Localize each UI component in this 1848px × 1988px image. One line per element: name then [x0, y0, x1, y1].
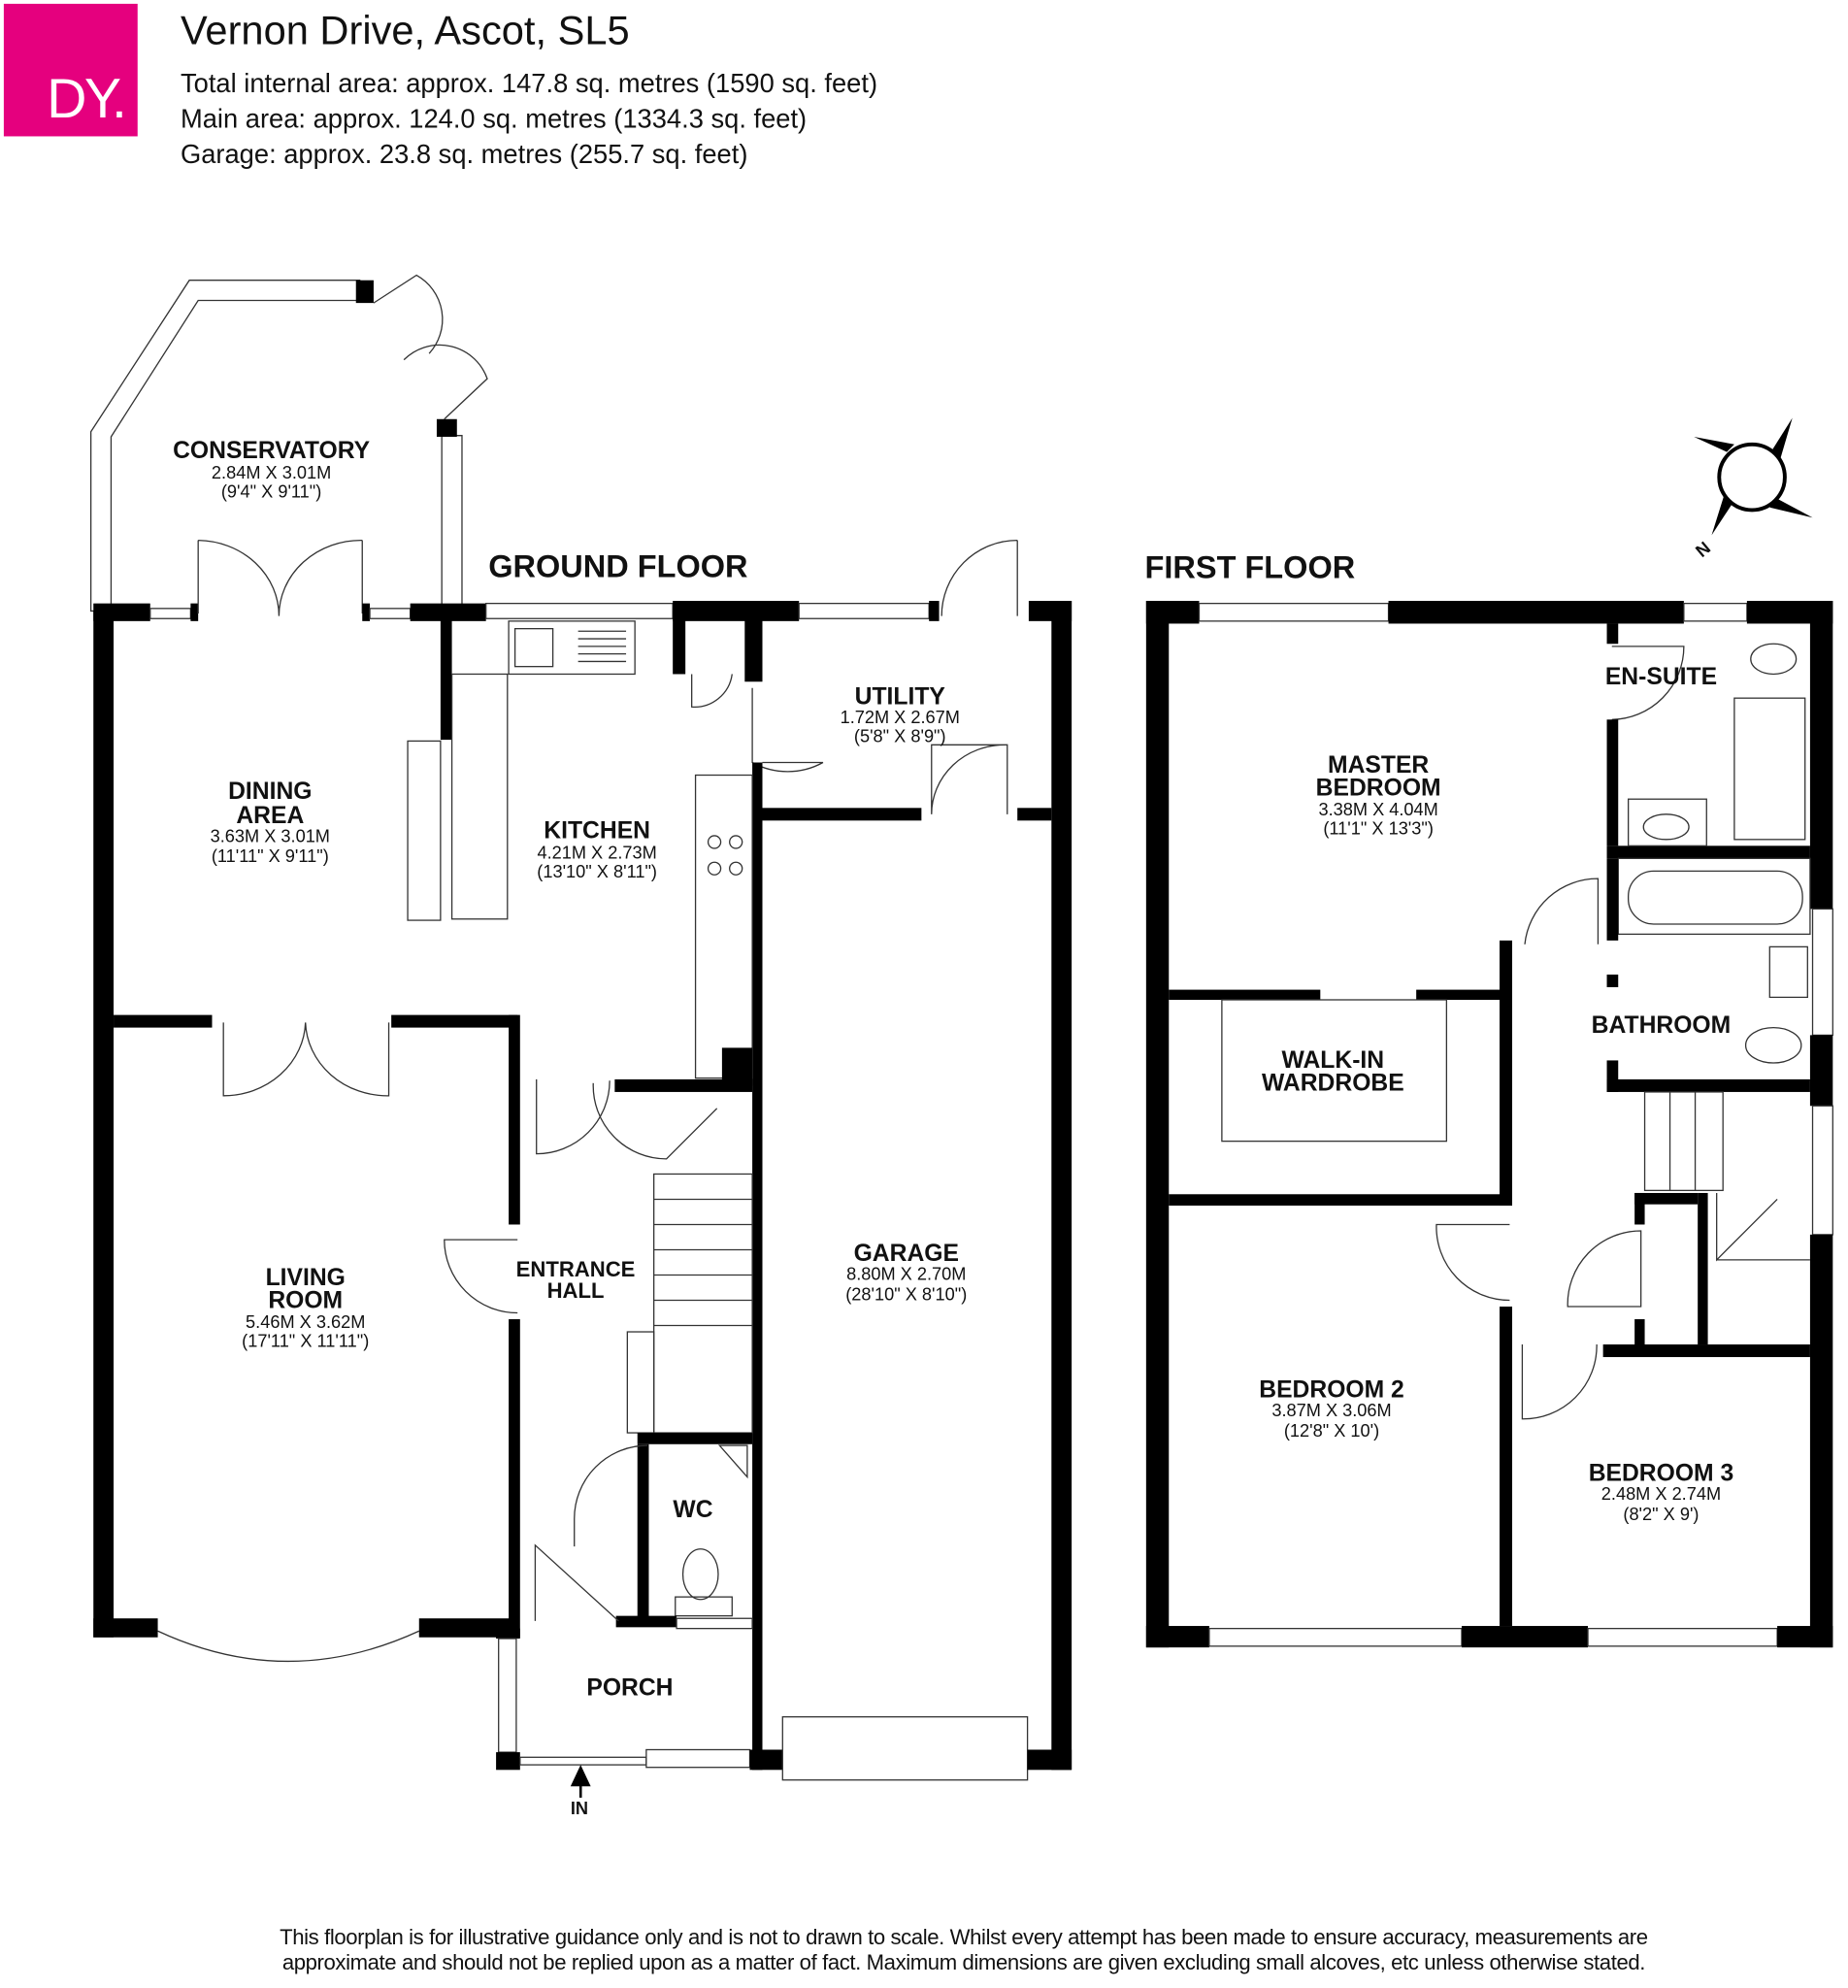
room-name: BEDROOM [1316, 775, 1441, 801]
room-metric: 5.46M X 3.62M [246, 1312, 365, 1332]
room-kitchen: KITCHEN 4.21M X 2.73M (13'10" X 8'11") [537, 818, 657, 881]
room-name: ENTRANCE [516, 1257, 636, 1281]
compass-icon: N [1692, 417, 1813, 561]
north-label: N [1692, 538, 1714, 561]
ground-floor-title: GROUND FLOOR [488, 548, 747, 583]
room-walk-in-wardrobe: WALK-IN WARDROBE [1262, 1047, 1404, 1096]
room-imperial: (11'11" X 9'11") [212, 846, 329, 866]
disclaimer-line-2: approximate and should not be replied up… [281, 1950, 1646, 1974]
entrance-arrow-icon [570, 1765, 591, 1787]
room-name: WALK-IN [1282, 1047, 1385, 1074]
room-utility: UTILITY 1.72M X 2.67M (5'8" X 8'9") [841, 684, 960, 746]
room-name: BEDROOM 2 [1259, 1377, 1404, 1404]
logo-text: DY. [47, 68, 127, 130]
room-name: UTILITY [855, 684, 946, 711]
agent-logo: DY. [3, 3, 138, 137]
garage-area: Garage: approx. 23.8 sq. metres (255.7 s… [180, 140, 748, 170]
room-garage: GARAGE 8.80M X 2.70M (28'10" X 8'10") [845, 1241, 967, 1304]
room-imperial: (11'1" X 13'3") [1323, 819, 1434, 839]
room-name: HALL [547, 1278, 605, 1303]
main-area: Main area: approx. 124.0 sq. metres (133… [180, 104, 808, 134]
room-metric: 2.84M X 3.01M [212, 463, 331, 482]
room-metric: 4.21M X 2.73M [537, 843, 656, 862]
disclaimer-line-1: This floorplan is for illustrative guida… [280, 1925, 1648, 1949]
room-imperial: (17'11" X 11'11") [242, 1332, 369, 1351]
room-master-bedroom: MASTER BEDROOM 3.38M X 4.04M (11'1" X 13… [1316, 752, 1441, 839]
room-bedroom-3: BEDROOM 3 2.48M X 2.74M (8'2" X 9') [1589, 1460, 1734, 1523]
room-name: GARAGE [854, 1241, 959, 1267]
room-bedroom-2: BEDROOM 2 3.87M X 3.06M (12'8" X 10') [1259, 1377, 1404, 1441]
room-name: MASTER [1328, 752, 1429, 779]
room-imperial: (13'10" X 8'11") [537, 862, 657, 881]
room-imperial: (28'10" X 8'10") [845, 1285, 967, 1305]
room-imperial: (5'8" X 8'9") [854, 727, 946, 746]
room-metric: 2.48M X 2.74M [1601, 1484, 1721, 1504]
first-floor-walls [1145, 601, 1833, 1648]
room-metric: 3.63M X 3.01M [211, 826, 330, 845]
room-name: WARDROBE [1262, 1071, 1404, 1097]
room-imperial: (12'8" X 10') [1284, 1421, 1379, 1441]
room-metric: 3.87M X 3.06M [1271, 1401, 1391, 1420]
room-en-suite: EN-SUITE [1605, 664, 1717, 690]
room-imperial: (8'2" X 9') [1623, 1505, 1699, 1524]
room-name: DINING [228, 779, 312, 805]
room-porch: PORCH [586, 1675, 673, 1702]
room-name: CONSERVATORY [173, 438, 371, 464]
ground-floor-walls [89, 274, 1072, 1798]
room-wc: WC [673, 1497, 712, 1523]
room-metric: 1.72M X 2.67M [841, 708, 960, 727]
room-name: KITCHEN [544, 818, 650, 845]
room-living-room: LIVING ROOM 5.46M X 3.62M (17'11" X 11'1… [242, 1265, 369, 1351]
room-name: LIVING [266, 1265, 346, 1291]
room-metric: 8.80M X 2.70M [846, 1265, 966, 1284]
room-bathroom: BATHROOM [1592, 1012, 1732, 1039]
room-dining-area: DINING AREA 3.63M X 3.01M (11'11" X 9'11… [211, 779, 330, 866]
entrance-label: IN [571, 1799, 588, 1818]
room-imperial: (9'4" X 9'11") [221, 481, 321, 501]
total-area: Total internal area: approx. 147.8 sq. m… [180, 69, 878, 99]
property-title: Vernon Drive, Ascot, SL5 [180, 7, 630, 53]
room-name: ROOM [268, 1287, 343, 1313]
room-conservatory: CONSERVATORY 2.84M X 3.01M (9'4" X 9'11"… [173, 438, 371, 501]
room-entrance-hall: ENTRANCE HALL [516, 1257, 636, 1303]
room-name: AREA [236, 803, 304, 829]
first-floor-title: FIRST FLOOR [1145, 550, 1356, 585]
room-metric: 3.38M X 4.04M [1318, 800, 1437, 819]
room-name: BEDROOM 3 [1589, 1460, 1734, 1486]
